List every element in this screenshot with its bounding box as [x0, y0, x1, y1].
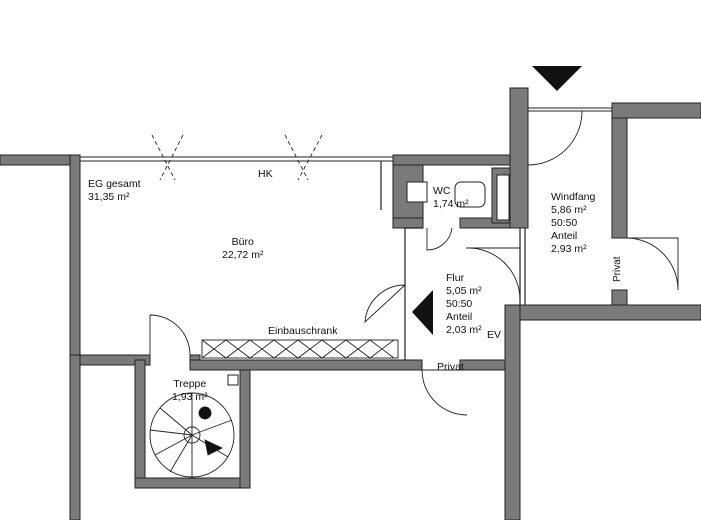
- spiral-staircase: [149, 392, 235, 478]
- ev-label: EV: [487, 329, 502, 341]
- wall-exterior-right-top: [611, 102, 701, 119]
- wall-stair-right: [239, 364, 251, 489]
- wall-right-lower: [504, 304, 521, 520]
- wall-bottom-buero: [189, 359, 423, 371]
- room-flur-area: 5,05 m²: [446, 285, 482, 297]
- room-wc-area: 1,74 m²: [433, 198, 469, 210]
- room-buero-area: 22,72 m²: [222, 249, 264, 261]
- wall-stair-bottom: [134, 477, 246, 489]
- room-windfang-share-area: 2,93 m²: [551, 243, 587, 255]
- room-eg-gesamt: EG gesamt 31,35 m²: [88, 178, 141, 204]
- window-marks: [151, 134, 323, 181]
- room-flur-share-area: 2,03 m²: [446, 324, 482, 336]
- room-eg-gesamt-area: 31,35 m²: [88, 191, 130, 203]
- room-flur: Flur 5,05 m² 50:50 Anteil 2,03 m²: [446, 272, 482, 337]
- room-flur-name: Flur: [446, 272, 465, 284]
- room-eg-gesamt-name: EG gesamt: [88, 178, 141, 190]
- room-windfang-name: Windfang: [551, 191, 596, 203]
- privat-right-label: Privat: [612, 256, 623, 282]
- room-wc: WC 1,74 m²: [433, 185, 469, 211]
- room-treppe: Treppe 1,93 m²: [172, 378, 208, 404]
- wall-wc-top: [392, 154, 524, 166]
- door-swings: [149, 110, 679, 416]
- triangle-left-icon: [412, 290, 433, 335]
- window-line: [80, 107, 612, 162]
- wall-left: [69, 154, 81, 366]
- walls: [0, 87, 701, 520]
- room-flur-share-label: Anteil: [446, 311, 473, 323]
- room-windfang-share-label: Anteil: [551, 230, 578, 242]
- privat-bottom-label: Privat: [437, 361, 464, 373]
- einbauschrank-drawing: [201, 339, 399, 359]
- room-wc-name: WC: [433, 185, 451, 197]
- room-flur-share: 50:50: [446, 298, 473, 310]
- wall-windfang-right-low: [611, 289, 628, 306]
- wc-fixtures: [406, 174, 510, 221]
- einbauschrank-label: Einbauschrank: [268, 325, 338, 337]
- room-treppe-area: 1,93 m²: [172, 391, 208, 403]
- wall-wc-bottom-left: [392, 217, 424, 229]
- wall-windfang-right: [611, 117, 628, 239]
- room-windfang-area: 5,86 m²: [551, 204, 587, 216]
- hk-label: HK: [258, 168, 273, 180]
- stair-column: [227, 374, 239, 386]
- triangle-down-icon: [532, 66, 582, 91]
- wall-left-lower: [69, 354, 81, 520]
- wall-stair-left: [134, 359, 146, 486]
- room-treppe-name: Treppe: [173, 378, 207, 390]
- room-buero-name: Büro: [231, 236, 254, 248]
- wall-top-left: [0, 154, 81, 166]
- room-windfang-share: 50:50: [551, 217, 578, 229]
- wall-windfang-left: [509, 87, 529, 229]
- room-windfang: Windfang 5,86 m² 50:50 Anteil 2,93 m²: [551, 191, 595, 256]
- room-buero: Büro 22,72 m²: [222, 236, 263, 262]
- wall-right-bottom: [504, 304, 701, 321]
